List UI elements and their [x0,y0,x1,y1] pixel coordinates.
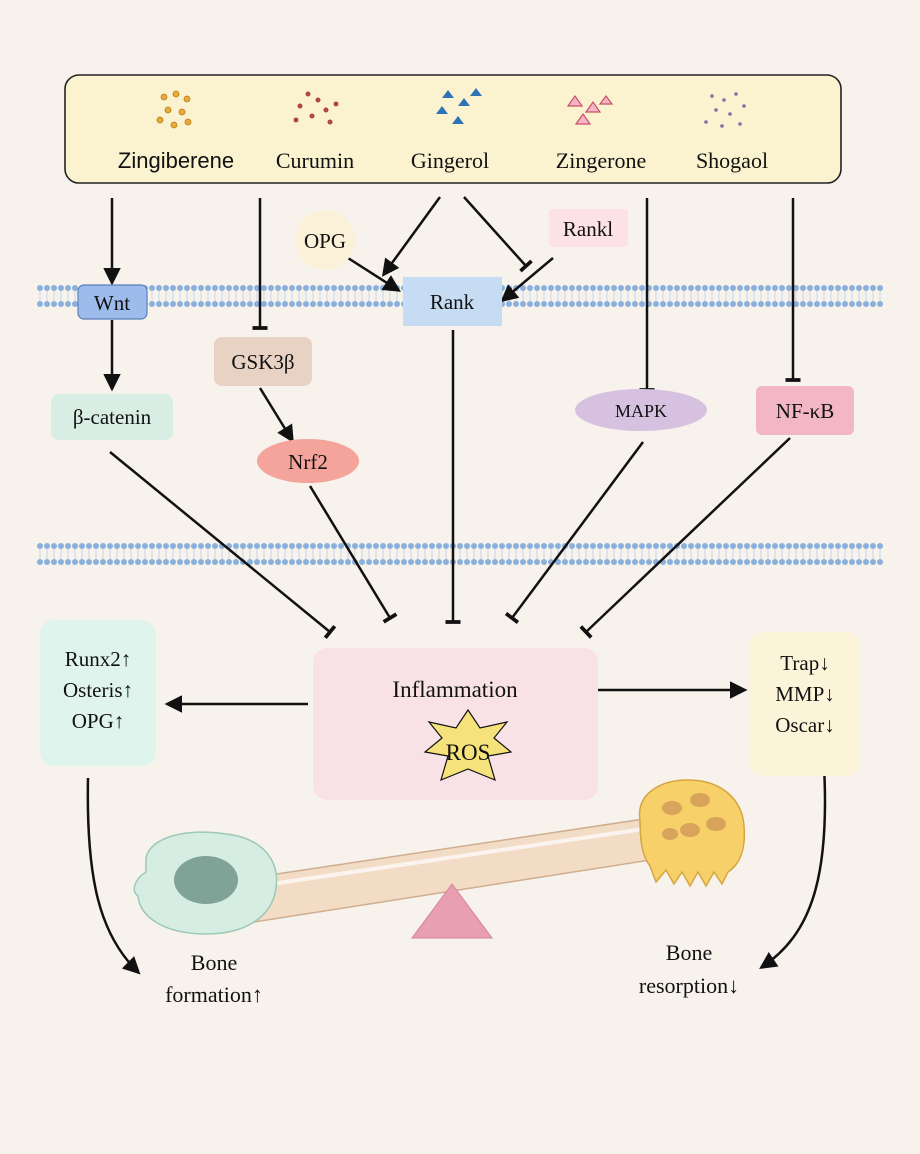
outcome-resorption-line2: resorption↓ [639,973,739,998]
pathway-lines [86,196,827,975]
marker-mmp: MMP↓ [775,682,835,706]
bone-balance-illustration [133,779,746,939]
marker-osteris: Osteris↑ [63,678,133,702]
opg-node [295,210,355,270]
gsk3b-label: GSK3β [231,350,294,374]
outcome-formation-line2: formation↑ [165,982,263,1007]
osteoclast-markers-box [750,632,860,776]
nrf2-label: Nrf2 [288,450,328,474]
beta-catenin-label: β-catenin [73,405,152,429]
arrow-right-bone-resorption [759,765,827,969]
outcome-formation-line1: Bone [191,950,237,975]
compound-label-curumin: Curumin [276,148,354,173]
osteoblast-nucleus-icon [174,856,238,904]
marker-runx2: Runx2↑ [65,647,132,671]
inhibit-gingerol-rankl [463,196,533,273]
gingerol-triangles-icon [436,88,482,124]
ros-star-icon [423,708,513,782]
nrf2-node [257,439,359,483]
rankl-node [549,209,628,247]
arrow-left-bone-formation [86,777,141,975]
arrow-rankl-rank [500,257,554,303]
nfkb-node [756,386,854,435]
fulcrum-icon [411,883,493,939]
zingerone-triangles-icon [566,94,614,125]
opg-label: OPG [304,229,346,253]
zingiberene-dots-icon [156,90,192,129]
compound-box [64,74,842,184]
compound-label-shogaol: Shogaol [696,148,768,173]
mapk-label: MAPK [615,401,667,421]
arrow-gingerol-rank [381,196,442,277]
compound-label-zingiberene: Zingiberene [118,148,234,173]
inhibit-nfkb-inflammation [579,437,791,639]
gsk3b-node [214,337,312,386]
cell-membrane-bottom [37,543,883,565]
arrow-gsk3b-nrf2 [258,387,294,443]
rank-label: Rank [430,290,475,314]
compound-label-zingerone: Zingerone [556,148,646,173]
mapk-node [575,389,707,431]
inflammation-box [313,648,598,800]
inflammation-label: Inflammation [392,677,518,702]
osteogenic-markers-box [40,620,156,766]
beta-catenin-node [51,394,173,440]
marker-oscar: Oscar↓ [775,713,834,737]
shogaol-dots-icon [704,92,746,128]
wnt-label: Wnt [94,291,130,315]
inhibit-nrf2-inflammation [308,485,398,624]
nfkb-label: NF-κB [776,399,834,423]
rankl-label: Rankl [563,217,613,241]
curumin-dots-icon [293,91,339,125]
arrow-opg-rank [347,256,401,292]
compound-label-gingerol: Gingerol [411,148,489,173]
inhibit-betacatenin-inflammation [109,451,337,639]
wnt-node [77,284,148,320]
marker-trap: Trap↓ [780,651,829,675]
ros-label: ROS [446,740,491,765]
inhibit-mapk-inflammation [504,441,645,624]
outcome-resorption-line1: Bone [666,940,712,965]
rank-node [403,277,502,326]
marker-opg: OPG↑ [72,709,125,733]
